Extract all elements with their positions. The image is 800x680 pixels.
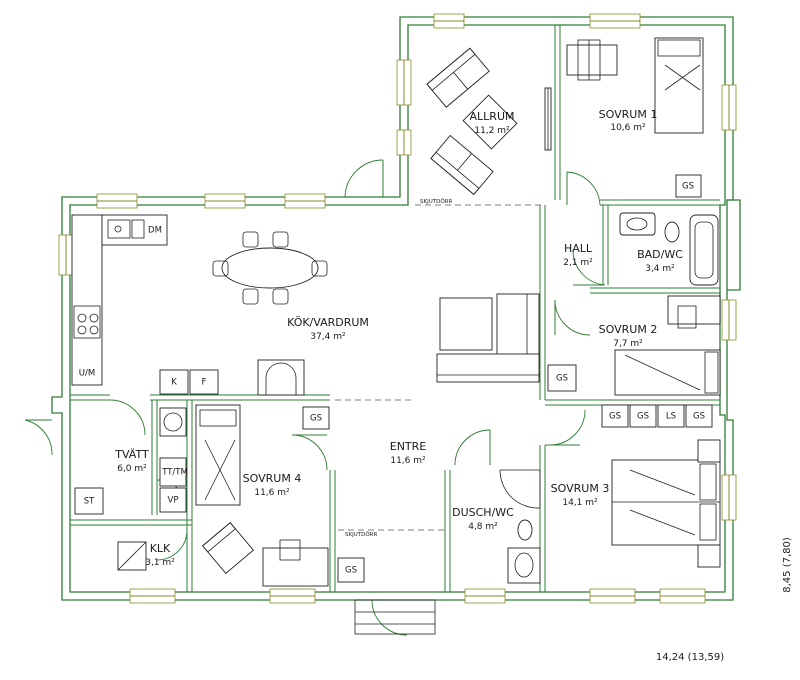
room-sovrum2-name: SOVRUM 2 <box>599 323 658 336</box>
um-label: U/M <box>79 369 95 379</box>
vp-label: VP <box>168 496 179 506</box>
f-label: F <box>202 378 207 388</box>
tttm-label: TT/TM <box>161 468 188 478</box>
room-sovrum4-area: 11,6 m² <box>254 488 290 498</box>
dimension-depth: 8,45 (7,80) <box>782 537 793 593</box>
dm-label: DM <box>148 226 162 236</box>
room-kok-name: KÖK/VARDRUM <box>287 316 369 329</box>
k-label: K <box>171 378 177 388</box>
room-tvatt-area: 6,0 m² <box>117 464 147 474</box>
room-sovrum3-name: SOVRUM 3 <box>551 482 610 495</box>
gs-label: GS <box>345 566 357 576</box>
gs-label: GS <box>556 374 568 384</box>
room-entre-area: 11,6 m² <box>390 456 426 466</box>
gs-label: GS <box>693 412 705 422</box>
windows <box>58 13 737 604</box>
room-klk-name: KLK <box>150 542 171 555</box>
room-sovrum2-area: 7,7 m² <box>613 339 643 349</box>
doors <box>24 159 606 636</box>
gs-label: GS <box>609 412 621 422</box>
room-entre-name: ENTRE <box>390 440 427 453</box>
room-hall-area: 2,1 m² <box>563 258 593 268</box>
interior-walls <box>70 25 720 592</box>
ls-label: LS <box>666 412 676 422</box>
room-allrum-name: ALLRUM <box>470 110 515 123</box>
dimension-width: 14,24 (13,59) <box>656 652 724 663</box>
room-badwc-name: BAD/WC <box>637 248 683 261</box>
sliding-door-label-entre: SKJUTDÖRR <box>345 531 377 538</box>
gs-label: GS <box>310 414 322 424</box>
room-sovrum3-area: 14,1 m² <box>562 498 598 508</box>
room-tvatt-name: TVÄTT <box>114 448 149 461</box>
gs-label: GS <box>682 182 694 192</box>
room-labels: ALLRUM 11,2 m² SOVRUM 1 10,6 m² HALL 2,1… <box>114 108 683 568</box>
room-allrum-area: 11,2 m² <box>474 126 510 136</box>
gs-label: GS <box>637 412 649 422</box>
room-duschwc-name: DUSCH/WC <box>452 506 514 519</box>
st-label: ST <box>84 497 95 507</box>
room-sovrum1-area: 10,6 m² <box>610 123 646 133</box>
room-hall-name: HALL <box>564 242 593 255</box>
room-sovrum1-name: SOVRUM 1 <box>599 108 658 121</box>
room-kok-area: 37,4 m² <box>310 332 346 342</box>
room-sovrum4-name: SOVRUM 4 <box>243 472 302 485</box>
furniture: GS DM U/M K F GS <box>71 37 721 587</box>
room-duschwc-area: 4,8 m² <box>468 522 498 532</box>
room-klk-area: 3,1 m² <box>145 558 175 568</box>
sliding-door-label: SKJUTDÖRR <box>420 198 452 205</box>
room-badwc-area: 3,4 m² <box>645 264 675 274</box>
